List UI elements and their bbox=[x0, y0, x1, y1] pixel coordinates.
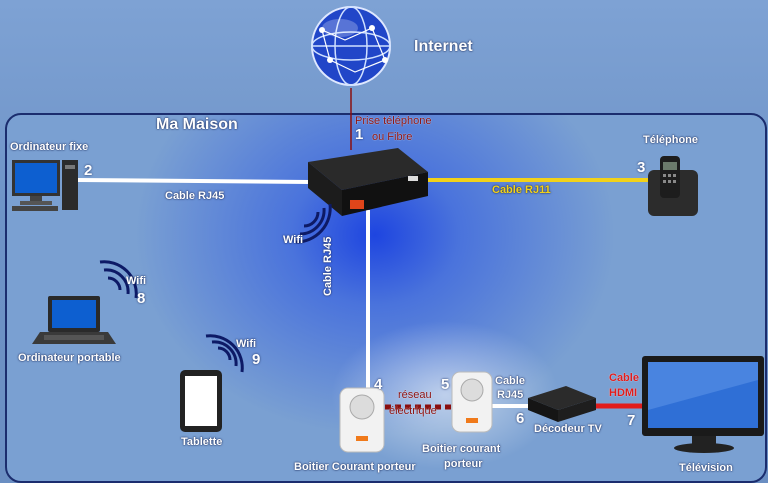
cordless-phone-icon bbox=[648, 156, 698, 216]
tv-label: Télévision bbox=[679, 462, 733, 474]
tablet-label: Tablette bbox=[181, 436, 223, 448]
hdmi-label-1: Cable bbox=[609, 372, 639, 384]
globe-icon bbox=[311, 6, 391, 86]
wifi-waves-tablet bbox=[205, 334, 244, 373]
laptop-icon bbox=[32, 296, 116, 344]
pc-label: Ordinateur fixe bbox=[10, 141, 89, 153]
cpl2-label-1: Boitier courant bbox=[422, 443, 501, 455]
step-2: 2 bbox=[84, 162, 93, 179]
router-box bbox=[308, 148, 428, 216]
line-label-1: Prise téléphone bbox=[355, 115, 432, 127]
wifi-waves-box bbox=[295, 203, 332, 244]
television-icon bbox=[642, 356, 764, 453]
powerline-adapter-1 bbox=[339, 387, 385, 453]
house-title: Ma Maison bbox=[156, 116, 238, 133]
cpl1-label: Boitier Courant porteur bbox=[294, 461, 416, 473]
step-4: 4 bbox=[374, 376, 383, 393]
phone-label: Téléphone bbox=[643, 134, 699, 146]
tablet-icon bbox=[180, 370, 222, 432]
tv-decoder-icon bbox=[528, 386, 596, 422]
step-6: 6 bbox=[516, 410, 525, 427]
decoder-label: Décodeur TV bbox=[534, 423, 602, 435]
step-8: 8 bbox=[137, 290, 146, 307]
step-3: 3 bbox=[637, 159, 646, 176]
cable-rj45-label-1: Cable bbox=[495, 375, 525, 387]
wifi8-label: Wifi bbox=[126, 275, 147, 287]
rj45-vertical-label: Cable RJ45 bbox=[322, 236, 334, 296]
desktop-computer-icon bbox=[12, 160, 78, 211]
powerline-label-2: électrique bbox=[389, 405, 437, 417]
wifi-waves-laptop bbox=[99, 260, 138, 299]
rj11-label: Cable RJ11 bbox=[492, 184, 551, 196]
step-7: 7 bbox=[627, 412, 636, 429]
rj45-cable-pc bbox=[77, 178, 311, 184]
step-1: 1 bbox=[355, 126, 364, 143]
hdmi-label-2: HDMI bbox=[609, 387, 638, 399]
laptop-label: Ordinateur portable bbox=[18, 352, 121, 364]
internet-label: Internet bbox=[414, 38, 473, 55]
wifi-box-label: Wifi bbox=[283, 234, 304, 246]
step-9: 9 bbox=[252, 351, 261, 368]
powerline-adapter-2 bbox=[451, 371, 493, 433]
wifi9-label: Wifi bbox=[236, 338, 257, 350]
cable-rj45-label-2: RJ45 bbox=[497, 389, 524, 401]
powerline-label-1: réseau bbox=[398, 389, 432, 401]
line-label-2: ou Fibre bbox=[372, 131, 413, 143]
rj45-label: Cable RJ45 bbox=[165, 190, 225, 202]
cpl2-label-2: porteur bbox=[444, 458, 483, 470]
step-5: 5 bbox=[441, 376, 450, 393]
